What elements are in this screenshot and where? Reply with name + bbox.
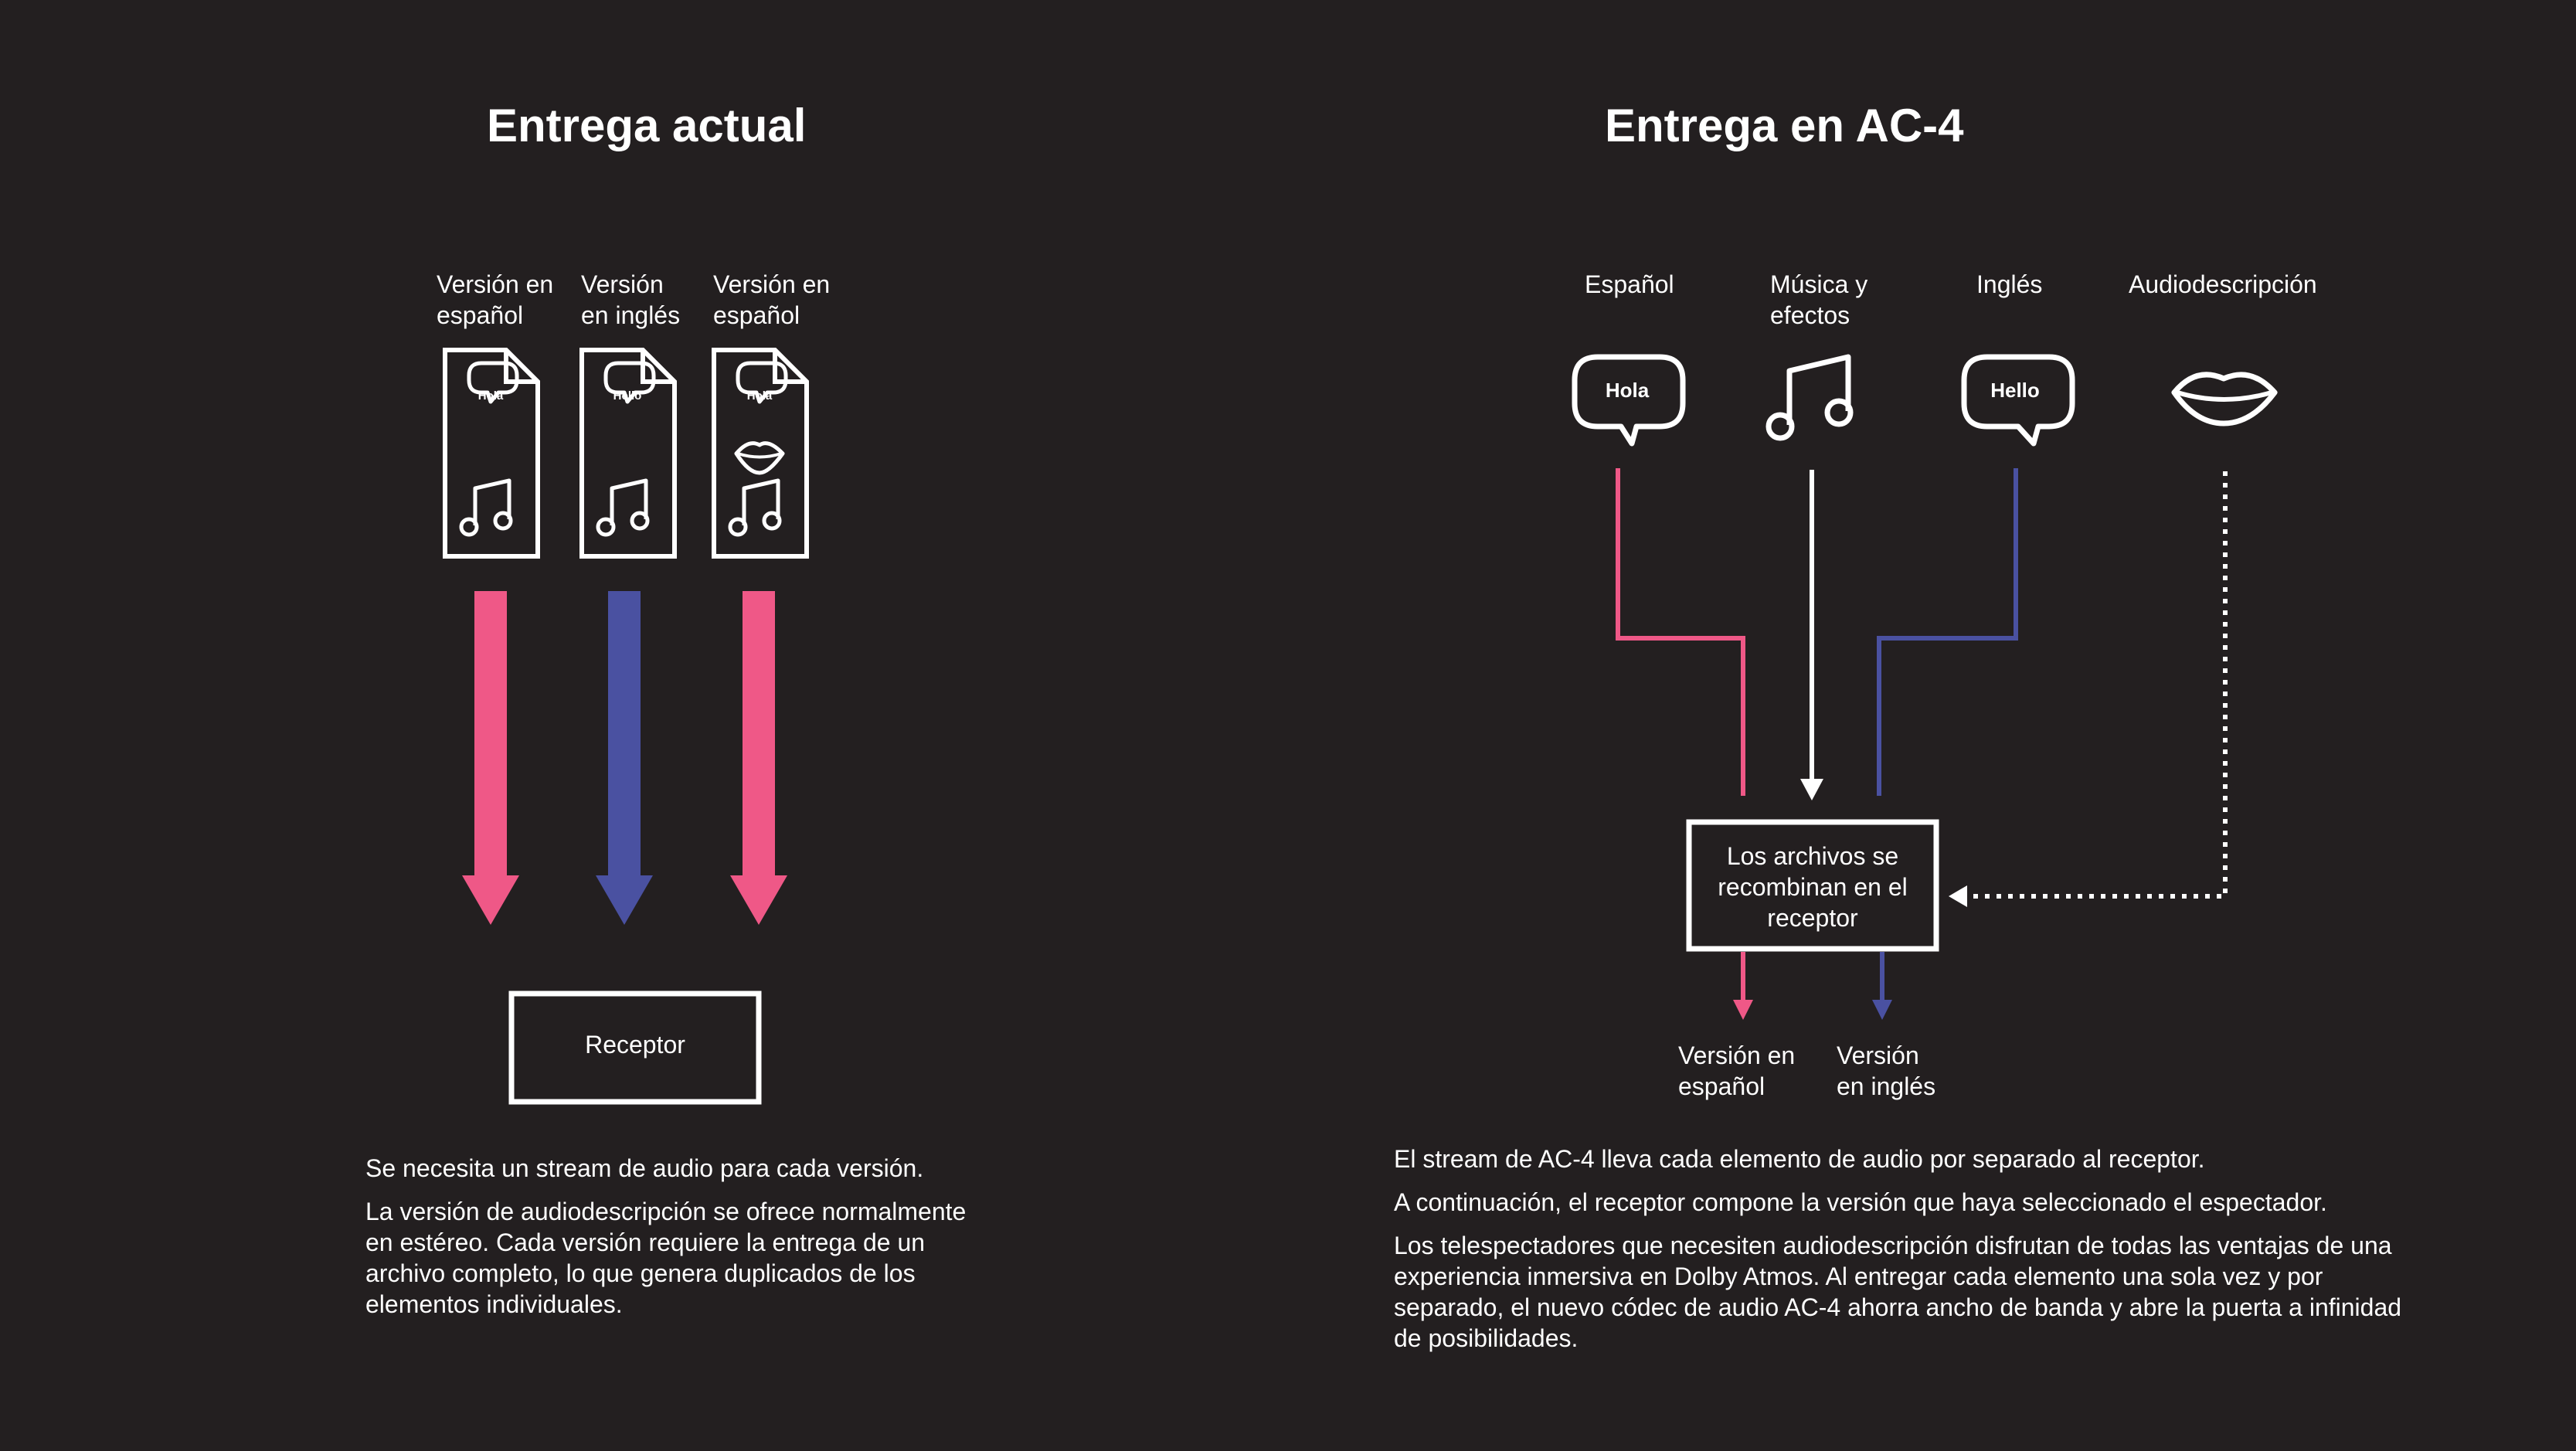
- left-paragraph: Se necesita un stream de audio para cada…: [365, 1154, 924, 1182]
- output-arrowhead-english: [1872, 1000, 1892, 1020]
- file-label-spanish-ad: Versión en español: [713, 270, 831, 329]
- right-receiver-box: [1686, 819, 1939, 952]
- file-bubble-text: Hello: [613, 389, 642, 403]
- source-label-english: Inglés: [1976, 270, 2043, 298]
- stream-arrow-spanish-ad: [730, 591, 787, 925]
- bubble-text-hello: Hello: [1990, 379, 2040, 402]
- source-label-music: Música y efectos: [1770, 270, 1868, 329]
- file-icon-spanish-ad: Hola: [714, 350, 807, 556]
- stream-arrow-english: [596, 591, 653, 925]
- left-paragraph: La versión de audiodescripción se ofrece…: [365, 1198, 967, 1318]
- line-spanish: [1616, 468, 1745, 796]
- right-paragraph: A continuación, el receptor compone la v…: [1394, 1188, 2327, 1216]
- right-paragraph: Los telespectadores que necesiten audiod…: [1394, 1232, 2402, 1352]
- output-arrowhead-spanish: [1733, 1000, 1753, 1020]
- speech-bubble-english-icon: Hello: [1961, 354, 2075, 447]
- output-label-spanish: Versión en español: [1678, 1042, 1796, 1100]
- left-receiver-label: Receptor: [585, 1031, 685, 1059]
- line-audiodescription: [1967, 471, 2228, 899]
- line-music-arrowhead: [1800, 779, 1823, 800]
- right-receiver-label: Los archivos se recombinan en el recepto…: [1718, 842, 1908, 932]
- left-receiver-box: [508, 991, 762, 1105]
- file-label-english: Versión en inglés: [581, 270, 681, 329]
- right-title: Entrega en AC-4: [1605, 100, 1964, 151]
- speech-bubble-spanish-icon: Hola: [1572, 354, 1686, 447]
- right-paragraph: El stream de AC-4 lleva cada elemento de…: [1394, 1145, 2205, 1173]
- line-audiodescription-arrowhead: [1949, 885, 1967, 907]
- right-description: El stream de AC-4 lleva cada elemento de…: [1394, 1143, 2429, 1366]
- file-icon-english: Hello: [582, 350, 675, 556]
- file-bubble-text: Hola: [747, 389, 773, 403]
- source-label-spanish: Español: [1585, 270, 1674, 298]
- lips-icon: [2171, 372, 2278, 426]
- file-bubble-text: Hola: [478, 389, 504, 403]
- stream-arrow-spanish: [462, 591, 519, 925]
- source-label-audiodescription: Audiodescripción: [2129, 270, 2317, 298]
- left-description: Se necesita un stream de audio para cada…: [365, 1153, 984, 1332]
- file-label-spanish: Versión en español: [437, 270, 554, 329]
- bubble-text-hola: Hola: [1606, 379, 1650, 402]
- line-english: [1877, 468, 2018, 796]
- output-label-english: Versión en inglés: [1837, 1042, 1936, 1100]
- music-note-icon: [1765, 354, 1854, 441]
- left-title: Entrega actual: [487, 100, 807, 151]
- file-icon-spanish: Hola: [445, 350, 538, 556]
